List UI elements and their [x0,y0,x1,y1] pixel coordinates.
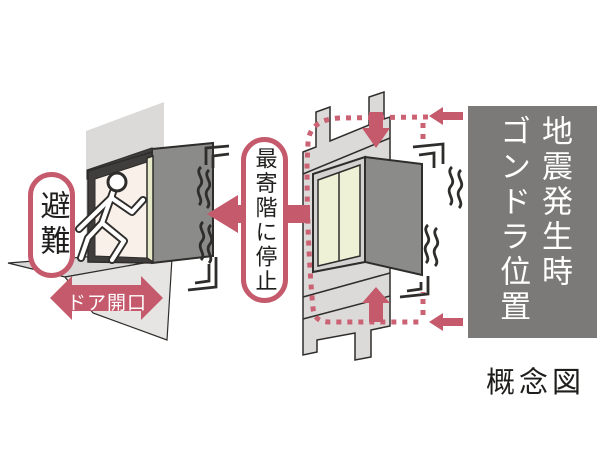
door-opening-arrow [50,276,163,320]
earthquake-shake-marks-left [187,144,230,292]
earthquake-shake-marks-right [399,142,464,299]
evacuation-label: 避難 [35,190,69,260]
arrow-down-to-cab [362,112,390,148]
arrow-left-top [429,107,463,125]
stop-nearest-floor-capsule: 最寄階に停止 [241,137,288,303]
title-box: 地震発生時 ゴンドラ位置 [468,106,597,338]
title-line-2: ゴンドラ位置 [495,115,531,325]
arrow-left-bottom [429,313,463,331]
gondola-cab [312,155,423,277]
cab-side-face [151,141,214,265]
arrow-up-to-cab [362,287,390,322]
title-line-1: 地震発生時 [537,115,572,290]
running-person-icon [75,171,147,264]
open-door-panel [146,154,154,264]
gondola-position-dotted-path [304,114,429,325]
door-opening-label: ドア開口 [66,293,147,314]
stop-nearest-floor-label: 最寄階に停止 [252,146,278,294]
right-elevator-shaft [302,90,463,361]
evacuation-label-capsule: 避難 [28,172,75,278]
left-elevator [7,102,214,341]
cab-side-face [364,155,423,277]
diagram-caption: 概念図 [486,367,586,399]
